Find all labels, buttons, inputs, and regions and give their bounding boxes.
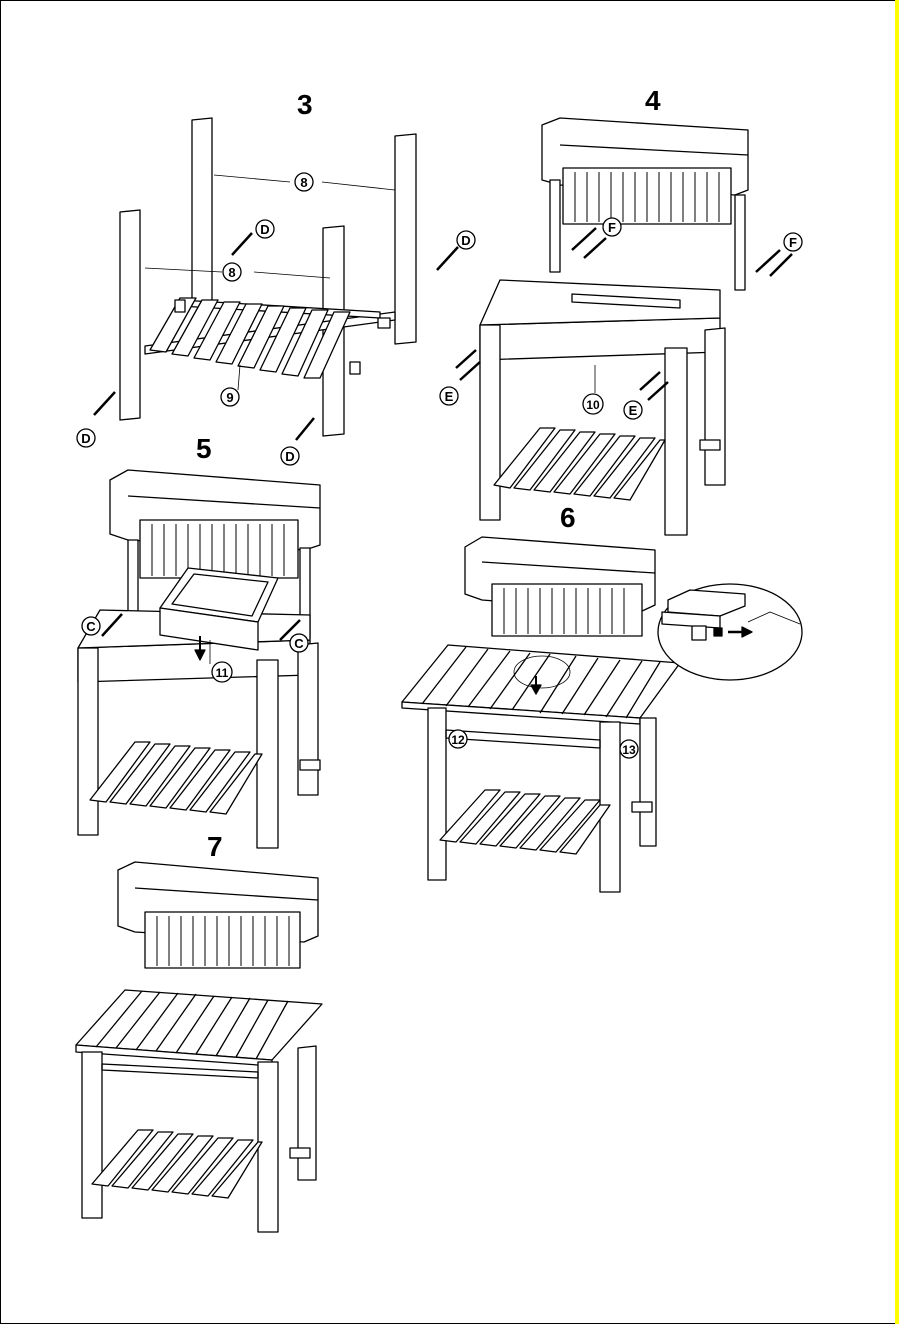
part-label-11: 11 (212, 662, 232, 682)
zoom-detail (658, 584, 802, 680)
svg-text:D: D (285, 449, 294, 464)
hardware-label-d: D (256, 220, 274, 238)
part-label-13: 13 (620, 740, 638, 758)
svg-text:E: E (629, 403, 638, 418)
hardware-label-c: C (82, 617, 100, 635)
step-5: 5 (78, 433, 320, 848)
svg-text:F: F (608, 220, 616, 235)
svg-text:D: D (260, 222, 269, 237)
svg-text:13: 13 (622, 743, 636, 757)
hardware-label-d: D (281, 447, 299, 465)
step-number: 4 (645, 85, 661, 116)
svg-text:9: 9 (226, 390, 233, 405)
svg-text:D: D (81, 431, 90, 446)
step-7: 7 (76, 831, 322, 1232)
step-4: 4 (440, 85, 802, 535)
step-6: 6 (402, 502, 802, 892)
svg-text:E: E (445, 389, 454, 404)
svg-text:12: 12 (451, 733, 465, 747)
hardware-label-d: D (77, 429, 95, 447)
step-3: 3 (77, 89, 475, 465)
part-label-9: 9 (221, 388, 239, 406)
svg-text:C: C (86, 619, 96, 634)
hardware-label-f: F (603, 218, 621, 236)
step-number: 7 (207, 831, 223, 862)
part-label-8b: 8 (223, 263, 241, 281)
hardware-label-e: E (624, 401, 642, 419)
svg-text:C: C (294, 636, 304, 651)
part-label-10: 10 (583, 394, 603, 414)
svg-text:10: 10 (586, 398, 600, 412)
shelf-slats (494, 428, 665, 500)
hardware-label-d: D (457, 231, 475, 249)
svg-text:D: D (461, 233, 470, 248)
hardware-label-c: C (290, 634, 308, 652)
step-number: 6 (560, 502, 576, 533)
step-number: 3 (297, 89, 313, 120)
part-label-8: 8 (295, 173, 313, 191)
svg-text:F: F (789, 235, 797, 250)
step-number: 5 (196, 433, 212, 464)
hardware-label-f: F (784, 233, 802, 251)
hardware-label-e: E (440, 387, 458, 405)
svg-text:8: 8 (228, 265, 235, 280)
part-label-12: 12 (449, 730, 467, 748)
svg-text:8: 8 (300, 175, 307, 190)
svg-text:11: 11 (216, 666, 229, 680)
table-top (76, 990, 322, 1066)
